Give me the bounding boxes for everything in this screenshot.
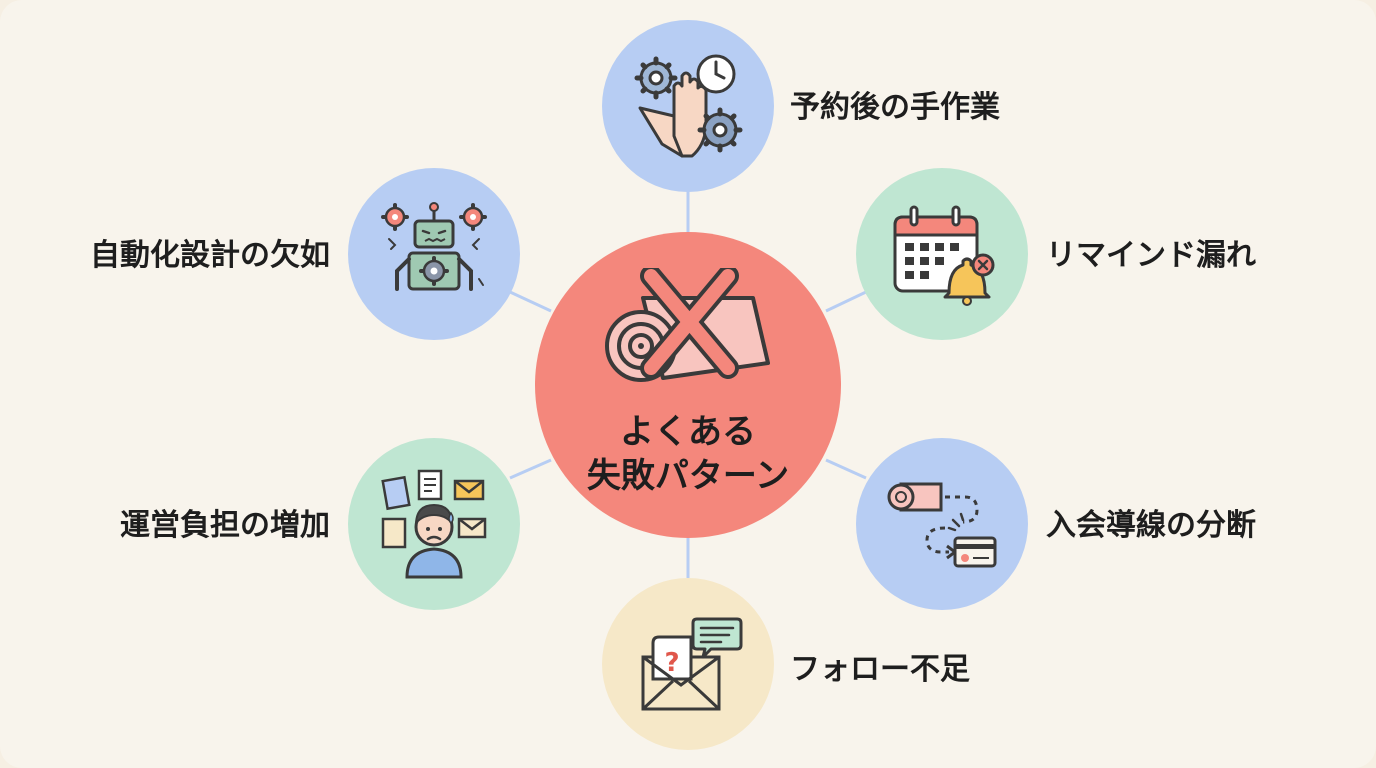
center-title-line1: よくある [620,412,756,452]
node-follow-shortage: ? [602,578,774,750]
center-node: よくある 失敗パターン [535,232,841,538]
label-automation-lack: 自動化設計の欠如 [90,238,330,273]
svg-text:?: ? [664,648,679,678]
hands-gears-clock-icon [634,54,743,158]
label-funnel-break: 入会導線の分断 [1046,508,1256,543]
node-manual-work [602,20,774,192]
envelope-question-icon: ? [641,617,743,711]
connector-bottom-right [825,458,867,480]
connector-top-right [825,290,867,313]
label-operation-burden: 運営負担の増加 [120,508,330,543]
connector-bottom-left [509,458,552,480]
broken-robot-icon [381,202,487,291]
calendar-bell-icon [893,205,995,306]
node-reminder-miss [856,168,1028,340]
label-follow-shortage: フォロー不足 [790,652,970,687]
node-automation-lack [348,168,520,340]
label-manual-work: 予約後の手作業 [790,90,1000,125]
crossed-out-rolled-mat-icon [605,268,770,382]
label-reminder-miss: リマインド漏れ [1046,238,1256,273]
overwhelmed-person-icon [381,469,487,579]
connector-top-left [509,290,552,313]
broken-flow-card-icon [887,482,997,568]
center-title: よくある 失敗パターン [535,410,841,498]
center-title-line2: 失敗パターン [586,456,790,496]
node-funnel-break [856,438,1028,610]
node-operation-burden [348,438,520,610]
